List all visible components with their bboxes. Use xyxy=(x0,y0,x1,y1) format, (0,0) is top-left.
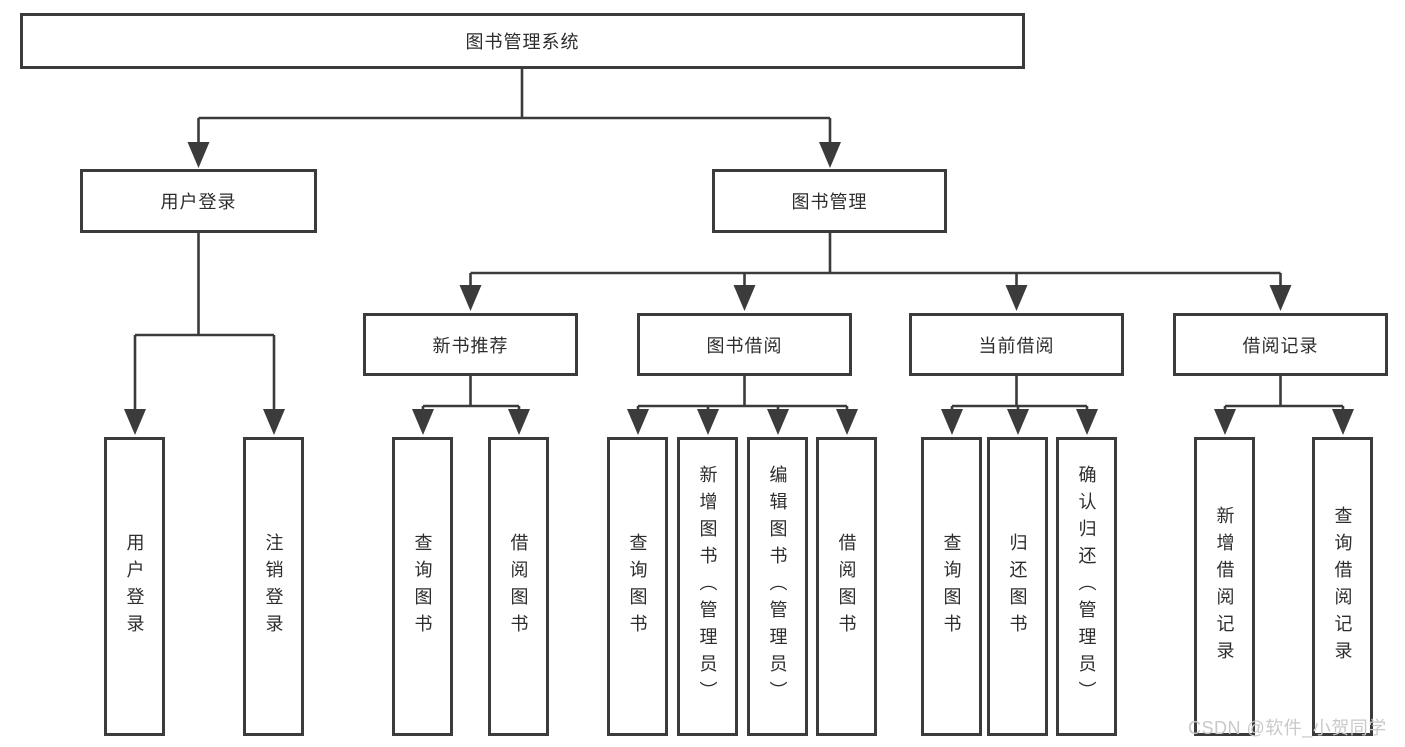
node-current-borrowing: 当前借阅 xyxy=(909,313,1124,376)
leaf-label: 借阅图书 xyxy=(508,532,529,641)
leaf-label: 借阅图书 xyxy=(836,532,857,641)
node-leaf-borrow-books: 借阅图书 xyxy=(816,437,877,736)
node-borrowing-records: 借阅记录 xyxy=(1173,313,1388,376)
leaf-label: 查询图书 xyxy=(627,532,648,641)
leaf-label: 查询借阅记录 xyxy=(1332,505,1353,668)
node-leaf-confirm-return-admin: 确认归还（管理员） xyxy=(1056,437,1117,736)
node-leaf-query-borrow-record: 查询借阅记录 xyxy=(1312,437,1373,736)
leaf-label: 注销登录 xyxy=(263,532,284,641)
node-leaf-add-book-admin: 新增图书（管理员） xyxy=(677,437,738,736)
node-user-login: 用户登录 xyxy=(80,169,317,233)
leaf-label: 新增图书（管理员） xyxy=(697,465,718,708)
node-leaf-query-books-borrowing: 查询图书 xyxy=(607,437,668,736)
csdn-watermark: CSDN @软件_小贺同学 xyxy=(1188,718,1387,738)
leaf-label: 用户登录 xyxy=(124,532,145,641)
leaf-label: 确认归还（管理员） xyxy=(1076,465,1097,708)
node-book-borrowing: 图书借阅 xyxy=(637,313,852,376)
node-leaf-query-books-current: 查询图书 xyxy=(921,437,982,736)
node-leaf-borrow-books-recommend: 借阅图书 xyxy=(488,437,549,736)
leaf-label: 新增借阅记录 xyxy=(1214,505,1235,668)
node-leaf-user-login: 用户登录 xyxy=(104,437,165,736)
node-leaf-logout: 注销登录 xyxy=(243,437,304,736)
leaf-label: 编辑图书（管理员） xyxy=(767,465,788,708)
node-leaf-add-borrow-record: 新增借阅记录 xyxy=(1194,437,1255,736)
leaf-label: 查询图书 xyxy=(412,532,433,641)
node-leaf-return-books: 归还图书 xyxy=(987,437,1048,736)
node-book-management: 图书管理 xyxy=(712,169,947,233)
node-leaf-query-books-recommend: 查询图书 xyxy=(392,437,453,736)
leaf-label: 查询图书 xyxy=(941,532,962,641)
leaf-label: 归还图书 xyxy=(1007,532,1028,641)
node-leaf-edit-book-admin: 编辑图书（管理员） xyxy=(747,437,808,736)
node-new-book-recommendation: 新书推荐 xyxy=(363,313,578,376)
node-library-management-system: 图书管理系统 xyxy=(20,13,1025,69)
